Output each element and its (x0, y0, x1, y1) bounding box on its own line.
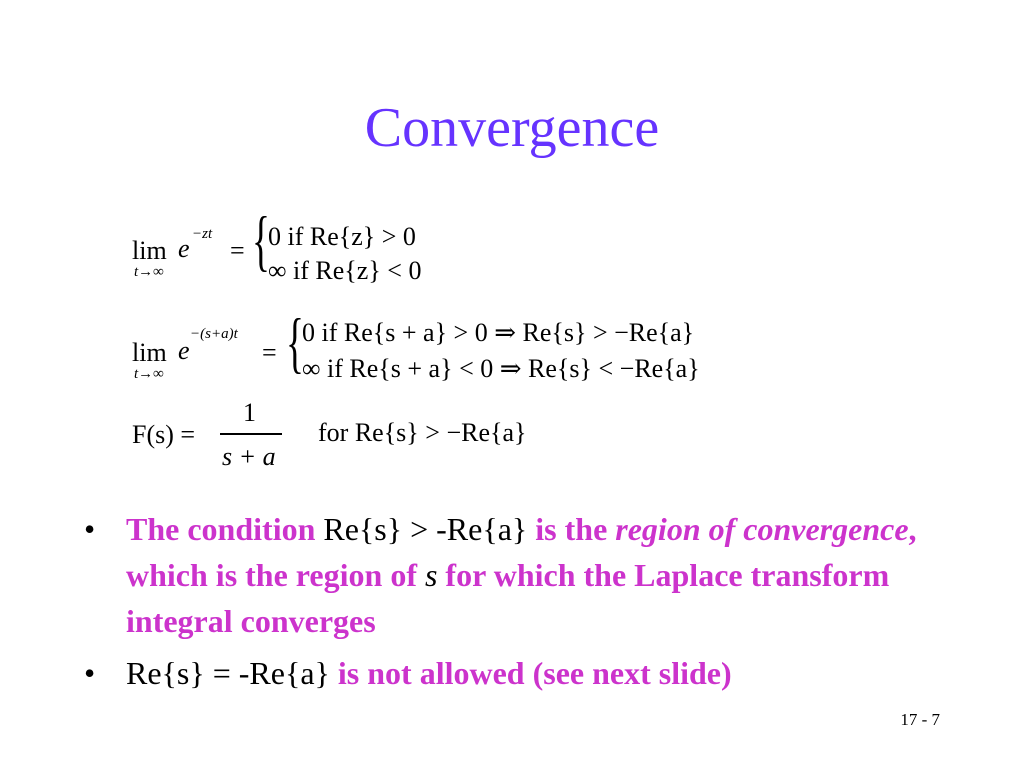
bullet-dot: • (84, 655, 96, 691)
exp-base: e (178, 234, 190, 263)
lim-operator: lim (132, 338, 167, 367)
bullet-item-1: • The condition Re{s} > -Re{a} is the re… (80, 506, 960, 644)
slide-title: Convergence (364, 97, 660, 159)
equals-sign: = (262, 338, 277, 367)
transform-lhs: F(s) = (132, 420, 196, 449)
exponent: −zt (192, 226, 213, 242)
exp-base: e (178, 336, 190, 365)
equals-sign: = (230, 236, 245, 265)
lim-subscript: t→∞ (134, 264, 164, 280)
fraction-numerator: 1 (243, 398, 256, 427)
inline-math: Re{s} = -Re{a} (126, 655, 330, 691)
lim-operator: lim (132, 236, 167, 265)
case-2: ∞ if Re{z} < 0 (268, 256, 422, 285)
page-number: 17 - 7 (900, 710, 940, 729)
convergence-condition: for Re{s} > −Re{a} (318, 418, 527, 447)
inline-math: s (424, 557, 438, 593)
left-brace: { (286, 304, 304, 380)
emphasis: region of convergence (615, 511, 909, 547)
fraction-bar (220, 433, 282, 435)
left-brace: { (252, 202, 270, 278)
inline-math: Re{s} > -Re{a} (323, 511, 528, 547)
fraction-denominator: s + a (222, 442, 276, 471)
case-1: 0 if Re{z} > 0 (268, 222, 416, 251)
case-1: 0 if Re{s + a} > 0 ⇒ Re{s} > −Re{a} (302, 318, 695, 347)
exponent: −(s+a)t (190, 326, 238, 342)
case-2: ∞ if Re{s + a} < 0 ⇒ Re{s} < −Re{a} (302, 354, 700, 383)
bullet-dot: • (84, 511, 96, 547)
lim-subscript: t→∞ (134, 366, 164, 382)
bullet-list: • The condition Re{s} > -Re{a} is the re… (80, 506, 960, 702)
bullet-item-2: • Re{s} = -Re{a} is not allowed (see nex… (80, 650, 960, 696)
